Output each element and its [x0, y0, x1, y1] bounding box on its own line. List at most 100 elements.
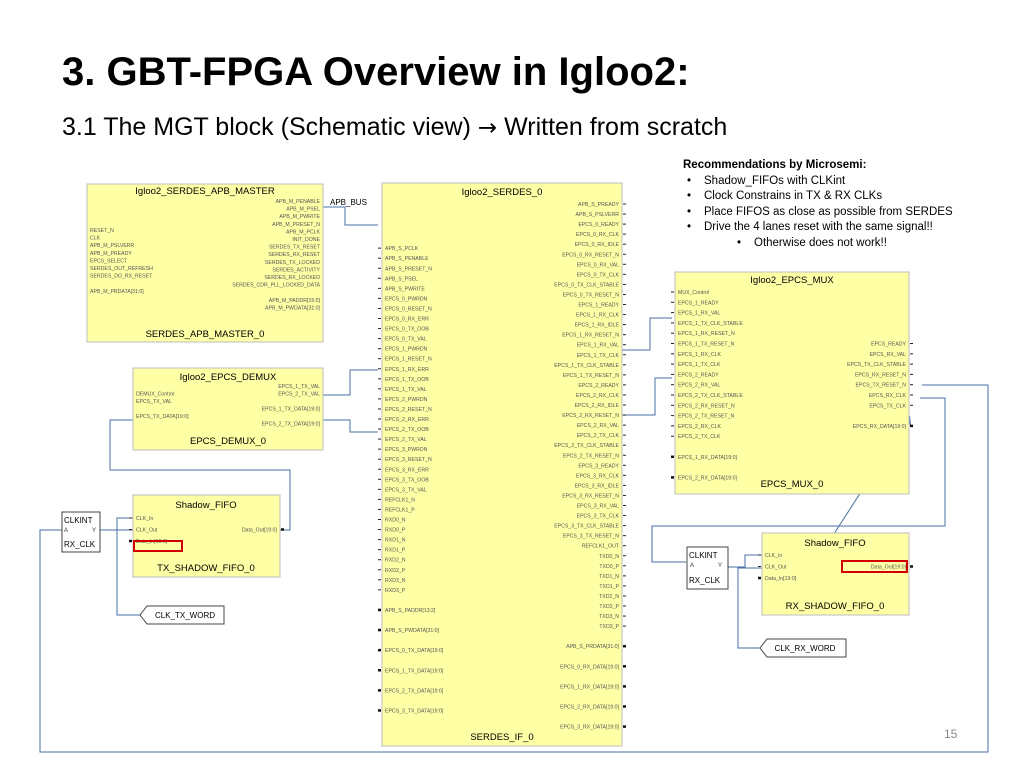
- pin-label: APB_M_PSEL: [286, 207, 320, 213]
- pin-label: EPCS_TX_CLK: [869, 403, 906, 409]
- pin-label: EPCS_1_PWRDN: [385, 347, 428, 353]
- pin-label: EPCS_1_RX_RESET_N: [562, 333, 619, 339]
- wire-loop-right: [651, 397, 946, 563]
- wire-demux-tx-data: [323, 419, 378, 433]
- pin-label: EPCS_2_RX_ERR: [385, 417, 429, 423]
- pin-label: EPCS_3_RX_CLK: [576, 473, 620, 479]
- pin-label: EPCS_1_TX_RESET_N: [678, 342, 734, 348]
- pin-label: EPCS_1_TX_CLK: [577, 353, 620, 359]
- pin-label: DEMUX_Control: [136, 392, 174, 398]
- pin-label: EPCS_3_TX_CLK: [577, 514, 620, 520]
- clkint-rx[interactable]: CLKINT A Y RX_CLK: [686, 546, 729, 590]
- block-instance-name: SERDES_APB_MASTER_0: [146, 329, 265, 340]
- pin-label: EPCS_1_TX_CLK_STABLE: [678, 321, 743, 327]
- block-epcs-mux[interactable]: Igloo2_EPCS_MUX EPCS_MUX_0 MUX_ControlEP…: [671, 271, 913, 495]
- pin-label: CLK_In: [765, 553, 782, 559]
- pin-label: EPCS_3_RX_IDLE: [575, 483, 620, 489]
- port-clk-rx-word[interactable]: CLK_RX_WORD: [759, 638, 847, 658]
- clkint-net: RX_CLK: [689, 576, 721, 585]
- pin-label: EPCS_2_RESET_N: [385, 407, 432, 413]
- pin-label: EPCS_1_READY: [678, 300, 719, 306]
- pin-label: APB_M_PSLVERR: [90, 243, 135, 249]
- block-apb-master[interactable]: Igloo2_SERDES_APB_MASTER SERDES_APB_MAST…: [86, 183, 324, 343]
- port-label: CLK_RX_WORD: [775, 644, 836, 653]
- pin-label: EPCS_0_TX_RESET_N: [563, 292, 619, 298]
- pin-label: EPCS_1_RX_VAL: [678, 311, 720, 317]
- pin-label: EPCS_0_RX_IDLE: [575, 242, 620, 248]
- pin-label: EPCS_RX_VAL: [869, 352, 906, 358]
- recommendation-sub-item: Otherwise does not work!!: [683, 236, 953, 252]
- pin-label: MUX_Control: [678, 290, 709, 296]
- pin-label: Data_Out[19:0]: [242, 528, 278, 534]
- pin-label: APB_M_PRESET_N: [272, 222, 320, 228]
- port-shape: [759, 638, 847, 658]
- pin-label: EPCS_3_TX_DATA[19:0]: [385, 708, 444, 714]
- clkint-tx[interactable]: CLKINT A Y RX_CLK: [61, 511, 101, 553]
- pin-label: RXD0_N: [385, 518, 406, 524]
- pin-list-right: APB_M_PENABLEAPB_M_PSELAPB_M_PWRITEAPB_M…: [232, 199, 321, 311]
- pin-label: EPCS_1_TX_DATA[19:0]: [262, 407, 321, 413]
- pin-label: EPCS_2_TX_VAL: [385, 437, 427, 443]
- block-rx-shadow-fifo[interactable]: Shadow_FIFO RX_SHADOW_FIFO_0 CLK_InCLK_O…: [758, 532, 913, 616]
- pin-label: EPCS_0_RX_RESET_N: [562, 252, 619, 258]
- pin-label: EPCS_2_TX_CLK: [678, 434, 721, 440]
- pin-label: APB_M_PWDATA[31:0]: [265, 305, 320, 311]
- wire-clk-tx-word: [116, 529, 147, 616]
- pin-label: EPCS_3_PWRDN: [385, 447, 428, 453]
- port-clk-tx-word[interactable]: CLK_TX_WORD: [139, 605, 225, 625]
- block-epcs-demux[interactable]: Igloo2_EPCS_DEMUX EPCS_DEMUX_0 DEMUX_Con…: [132, 367, 324, 451]
- pin-label: EPCS_0_TX_OOB: [385, 327, 429, 333]
- pin-label: APB_S_PSLVERR: [576, 212, 620, 218]
- pin-label: TXD2_N: [599, 594, 619, 600]
- pin-label: EPCS_2_READY: [578, 383, 619, 389]
- block-instance-name: TX_SHADOW_FIFO_0: [157, 563, 255, 574]
- pin-label: EPCS_3_READY: [578, 463, 619, 469]
- recommendation-item: Shadow_FIFOs with CLKint: [683, 174, 953, 190]
- subtitle-suffix: Written from scratch: [497, 113, 728, 141]
- block-tx-shadow-fifo[interactable]: Shadow_FIFO TX_SHADOW_FIFO_0 CLK_InCLK_O…: [129, 494, 284, 578]
- pin-label: EPCS_RX_DATA[19:0]: [853, 424, 907, 430]
- pin-label: APB_M_PCLK: [286, 229, 321, 235]
- pin-label: CLK_Out: [765, 565, 787, 571]
- pin-label: APB_S_PENABLE: [385, 256, 429, 262]
- block-instance-name: RX_SHADOW_FIFO_0: [786, 601, 885, 612]
- pin-list-right: EPCS_1_TX_VALEPCS_2_TX_VALEPCS_1_TX_DATA…: [262, 384, 321, 428]
- block-instance-name: EPCS_DEMUX_0: [190, 436, 266, 447]
- pin-label: CLK: [90, 236, 101, 242]
- pin-label: EPCS_2_TX_DATA[19:0]: [385, 688, 444, 694]
- pin-label: TXD0_N: [599, 554, 619, 560]
- block-title: Igloo2_EPCS_MUX: [750, 275, 834, 286]
- pin-label: EPCS_1_RX_CLK: [576, 313, 620, 319]
- pin-label: TXD1_N: [599, 574, 619, 580]
- pin-label: RXD2_N: [385, 558, 406, 564]
- pin-label: APB_S_PCLK: [385, 246, 419, 252]
- pin-label: RXD3_P: [385, 588, 406, 594]
- pin-label: APB_S_PRDATA[31:0]: [566, 644, 619, 650]
- wire-clk-rx-word: [737, 567, 767, 649]
- block-apb-master-body: [86, 183, 324, 343]
- pin-list-right: APB_S_PREADYAPB_S_PSLVERREPCS_0_READYEPC…: [554, 202, 626, 731]
- pin-label: APB_S_PADDR[13:2]: [385, 608, 436, 614]
- pin-label: RXD3_N: [385, 578, 406, 584]
- wire-serdes-mux-2: [622, 377, 672, 416]
- pin-label: EPCS_1_RX_ERR: [385, 367, 429, 373]
- pin-label: TXD3_N: [599, 614, 619, 620]
- pin-label: EPCS_0_RX_CLK: [576, 232, 620, 238]
- pin-label: EPCS_0_READY: [578, 222, 619, 228]
- pin-label: SERDES_RX_LOCKED: [264, 275, 320, 281]
- pin-label: EPCS_0_RESET_N: [385, 306, 432, 312]
- wire-demux-tx-val: [323, 369, 378, 396]
- block-serdes[interactable]: Igloo2_SERDES_0 SERDES_IF_0 APB_S_PCLKAP…: [378, 182, 626, 747]
- pin-label: EPCS_2_RX_RESET_N: [562, 413, 619, 419]
- pin-label: EPCS_0_TX_VAL: [385, 337, 427, 343]
- pin-label: EPCS_2_TX_RESET_N: [678, 414, 734, 420]
- pin-label: EPCS_2_TX_CLK_STABLE: [554, 443, 619, 449]
- block-title: Igloo2_SERDES_APB_MASTER: [135, 186, 275, 197]
- pin-label: SERDES_CDR_PLL_LOCKED_DATA: [232, 283, 320, 289]
- slide-subtitle: 3.1 The MGT block (Schematic view) → Wri…: [62, 113, 727, 142]
- pin-label: EPCS_3_RX_DATA[19:0]: [560, 725, 619, 731]
- pin-label: EPCS_3_RX_ERR: [385, 467, 429, 473]
- pin-label: EPCS_2_TX_DATA[19:0]: [262, 422, 321, 428]
